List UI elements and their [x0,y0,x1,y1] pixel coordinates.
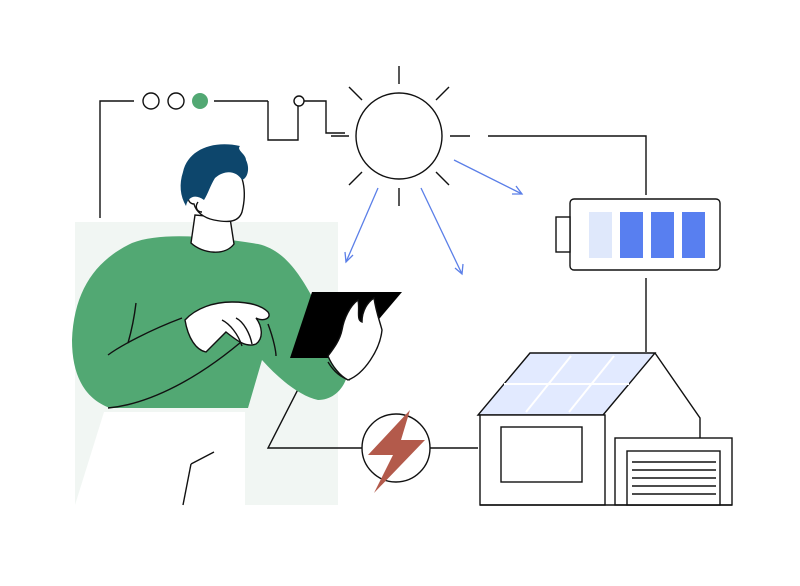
house-window [500,426,583,483]
garage-door-slats [632,461,716,495]
indicator-light [192,93,208,109]
neck [190,214,235,253]
battery-cell [682,212,705,258]
sun-ray [348,86,363,101]
leg-left [182,463,192,506]
sunlight-arrow [453,159,523,195]
arrow-head [454,263,464,276]
sun-ray [435,86,450,101]
wire-to-sun [304,100,345,134]
wire-left [99,100,134,218]
sunlight-arrow [345,187,379,263]
arrow-head [344,251,354,264]
battery-cell [589,212,612,258]
person [72,144,402,506]
battery-cell [620,212,643,258]
indicator-light [142,92,160,110]
sunlight-arrow [420,187,463,275]
switch-node [293,95,305,107]
ear [195,201,203,213]
wire-sun-battery [488,135,647,195]
indicator-lights [142,92,305,110]
lightning-bolt [368,410,425,493]
battery-cell [651,212,674,258]
finger [235,317,253,345]
sun-icon [331,66,470,206]
battery-terminal [555,216,571,253]
hand-left [184,301,270,353]
leg-left-knee [190,451,215,465]
indicator-light [167,92,185,110]
lightning-bolt-icon [361,410,431,493]
wire-switch [267,101,299,141]
sun-ray [348,171,363,186]
house-icon [476,352,733,506]
sweater-fold [107,317,183,356]
sweater-fold [107,335,249,409]
solar-panel-line [568,355,615,413]
hair [180,144,249,206]
sun-ray [435,171,450,186]
finger [221,319,243,347]
solar-panel-grid [504,355,629,413]
sun-disc [355,92,443,180]
hand-right [327,296,383,381]
battery-icon [555,198,721,271]
sweater-fold [127,302,137,344]
roof-side [654,352,701,438]
circuit-wires [99,100,647,449]
sweater-fold [267,323,277,357]
sunlight-arrows [344,159,524,276]
arrow-head [512,185,524,195]
solar-panel-line [525,355,572,413]
